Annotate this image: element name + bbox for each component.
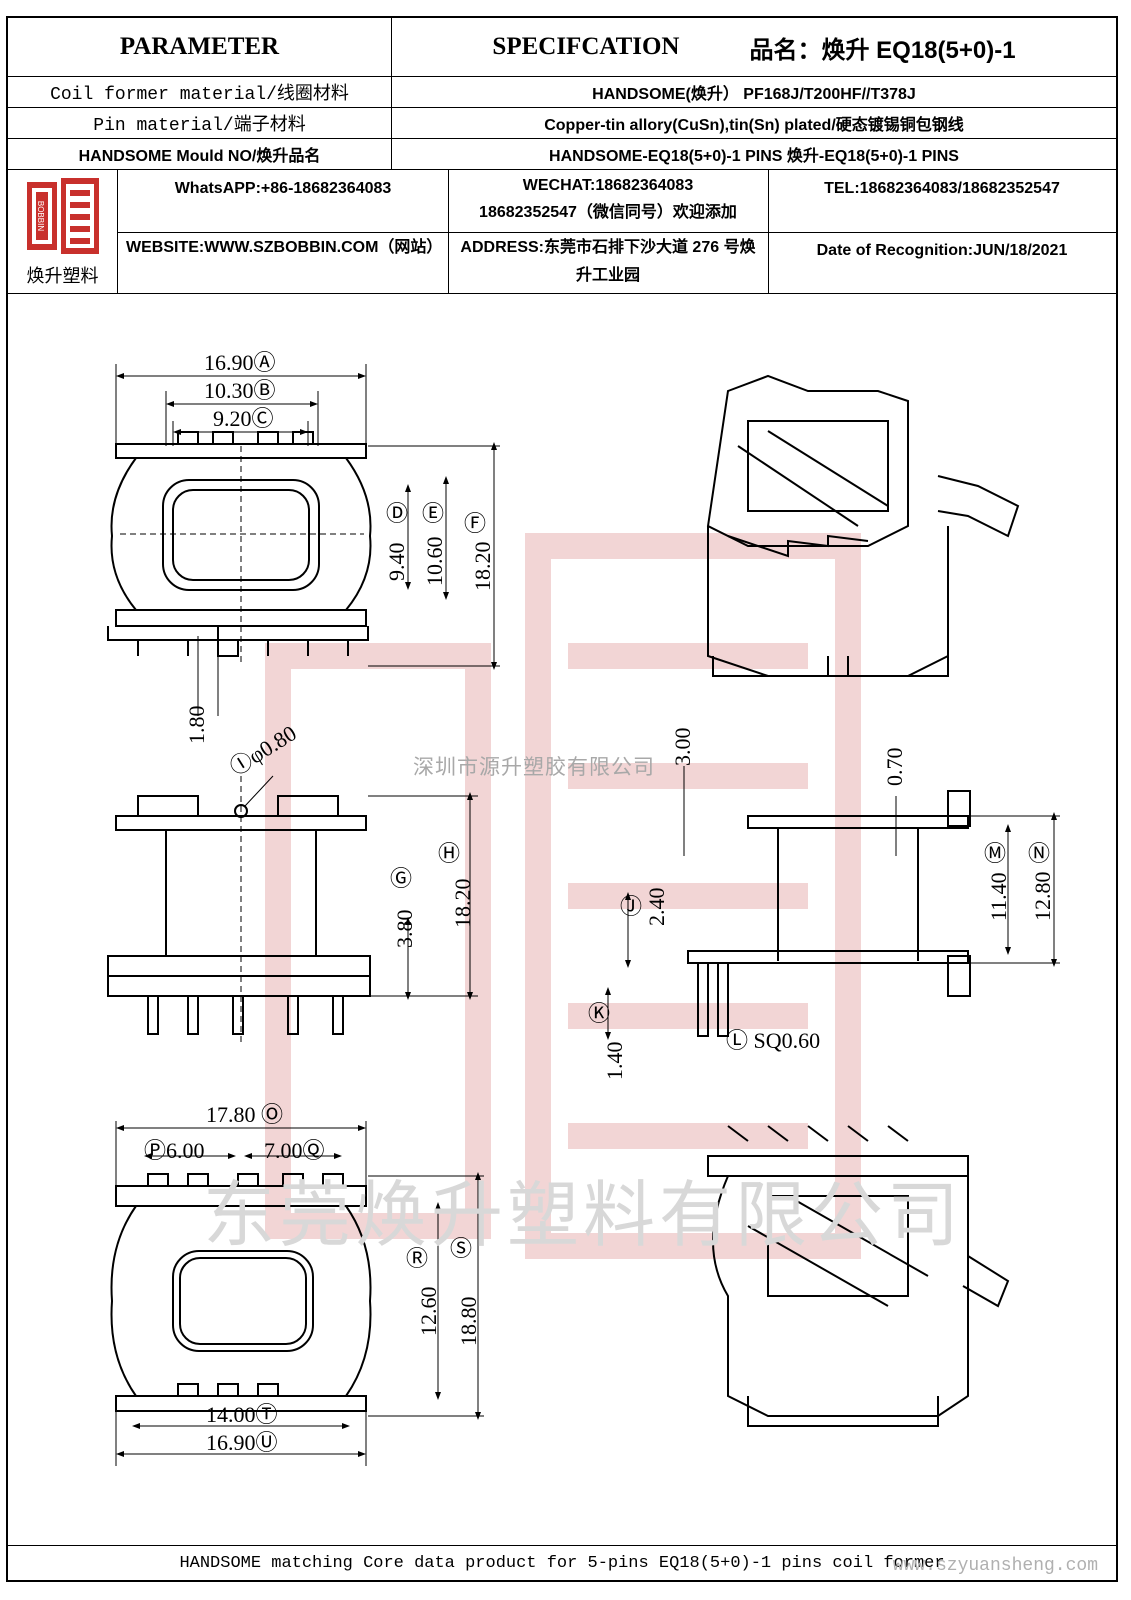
bottom-view xyxy=(110,1121,484,1466)
whatsapp: WhatsAPP:+86-18682364083 xyxy=(174,180,392,197)
dim-K-tag: Ⓚ xyxy=(588,1001,610,1026)
whatsapp-cell: WhatsAPP:+86-18682364083 xyxy=(118,170,449,233)
dim-pin-width: 1.80 xyxy=(184,706,209,745)
dim-N-tag: Ⓝ xyxy=(1028,841,1050,866)
dim-E-tag: Ⓔ xyxy=(422,501,444,526)
iso-view-top xyxy=(706,374,1020,677)
spec-value: Copper-tin allory(CuSn),tin(Sn) plated/硬… xyxy=(544,117,964,134)
spec-label: Coil former material/线圈材料 xyxy=(8,77,392,107)
spec-sheet: PARAMETER SPECIFCATION 品名：焕升 EQ18(5+0)-1… xyxy=(6,16,1118,1582)
dim-K: 1.40 xyxy=(602,1042,627,1081)
bobbin-logo-icon: BOBBIN xyxy=(26,177,99,254)
spec-row-mould: HANDSOME Mould NO/焕升品名 HANDSOME-EQ18(5+0… xyxy=(8,139,1116,170)
front-view xyxy=(107,775,478,1046)
spec-label: Pin material/端子材料 xyxy=(8,108,392,138)
dim-C: 9.20Ⓒ xyxy=(213,406,274,431)
wechat-line1: WECHAT:18682364083 xyxy=(522,177,694,194)
dim-A: 16.90Ⓐ xyxy=(204,350,276,375)
drawing-svg: 16.90Ⓐ 10.30Ⓑ 9.20Ⓒ 9.40 Ⓓ 10.60 Ⓔ 18.20… xyxy=(107,350,1060,1466)
specification-header-cell: SPECIFCATION 品名：焕升 EQ18(5+0)-1 xyxy=(392,18,1116,76)
spec-value: HANDSOME(焕升） PF168J/T200HF//T378J xyxy=(592,86,916,103)
dim-L: Ⓛ SQ0.60 xyxy=(726,1028,820,1053)
tel-cell: TEL:18682364083/18682352547 xyxy=(768,170,1116,233)
dim-F: 18.20 xyxy=(470,542,495,592)
footer: HANDSOME matching Core data product for … xyxy=(8,1545,1116,1580)
technical-drawing: 16.90Ⓐ 10.30Ⓑ 9.20Ⓒ 9.40 Ⓓ 10.60 Ⓔ 18.20… xyxy=(8,296,1116,1518)
dim-N: 12.80 xyxy=(1030,872,1055,922)
iso-view-bottom xyxy=(707,1125,1010,1427)
address: ADDRESS:东莞市石排下沙大道 276 号焕升工业园 xyxy=(460,239,756,284)
side-view xyxy=(605,766,1060,1040)
contact-block: BOBBIN 焕升塑料 WhatsAPP:+86-18682364083 WEC… xyxy=(8,170,1116,294)
dim-J-tag: Ⓙ xyxy=(620,894,642,919)
dim-H: 18.20 xyxy=(450,879,475,929)
dim-T: 14.00Ⓣ xyxy=(206,1402,278,1427)
logo-text: 焕升塑料 xyxy=(26,265,99,286)
product-name: 品名：焕升 EQ18(5+0)-1 xyxy=(749,36,1016,64)
footer-text: HANDSOME matching Core data product for … xyxy=(179,1553,945,1573)
tel: TEL:18682364083/18682352547 xyxy=(824,180,1060,197)
dim-R: 12.60 xyxy=(416,1287,441,1337)
dim-J: 2.40 xyxy=(644,888,669,927)
dim-O: 17.80 Ⓞ xyxy=(206,1102,283,1127)
dim-0-7: 0.70 xyxy=(882,748,907,787)
spec-row-pin: Pin material/端子材料 Copper-tin allory(CuSn… xyxy=(8,108,1116,139)
top-view xyxy=(107,364,500,716)
dim-B: 10.30Ⓑ xyxy=(204,378,276,403)
dim-M-tag: Ⓜ xyxy=(984,841,1006,866)
specification-header: SPECIFCATION xyxy=(492,33,680,60)
dim-G: 3.80 xyxy=(392,910,417,949)
header-row: PARAMETER SPECIFCATION 品名：焕升 EQ18(5+0)-1 xyxy=(8,18,1116,77)
logo: BOBBIN 焕升塑料 xyxy=(8,170,118,293)
dim-S-tag: Ⓢ xyxy=(450,1236,472,1261)
svg-text:BOBBIN: BOBBIN xyxy=(36,200,45,230)
dim-3: 3.00 xyxy=(670,728,695,767)
date-cell: Date of Recognition:JUN/18/2021 xyxy=(768,232,1116,294)
parameter-header: PARAMETER xyxy=(8,18,392,76)
spec-value: HANDSOME-EQ18(5+0)-1 PINS 焕升-EQ18(5+0)-1… xyxy=(549,148,959,165)
dim-P: Ⓟ6.00 xyxy=(144,1138,205,1163)
recognition-date: Date of Recognition:JUN/18/2021 xyxy=(816,242,1068,259)
website: WEBSITE:WWW.SZBOBBIN.COM（网站） xyxy=(126,239,443,256)
dim-E: 10.60 xyxy=(422,537,447,587)
dim-D-tag: Ⓓ xyxy=(386,501,408,526)
dim-R-tag: Ⓡ xyxy=(406,1246,428,1271)
dim-D: 9.40 xyxy=(384,543,409,582)
dim-H-tag: Ⓗ xyxy=(438,841,460,866)
wechat-cell: WECHAT:18682364083 18682352547（微信同号）欢迎添加 xyxy=(448,170,769,233)
dim-Q: 7.00Ⓠ xyxy=(264,1138,325,1163)
dim-I: Ⓘφ0.80 xyxy=(225,720,300,780)
spec-label: HANDSOME Mould NO/焕升品名 xyxy=(8,139,392,169)
spec-row-material: Coil former material/线圈材料 HANDSOME(焕升） P… xyxy=(8,77,1116,108)
dim-M: 11.40 xyxy=(986,872,1011,921)
website-watermark: www.szyuansheng.com xyxy=(892,1556,1098,1576)
website-cell: WEBSITE:WWW.SZBOBBIN.COM（网站） xyxy=(118,232,449,294)
watermark-company-small: 深圳市源升塑胶有限公司 xyxy=(413,756,655,779)
wechat-line2: 18682352547（微信同号）欢迎添加 xyxy=(479,204,737,221)
dim-F-tag: Ⓕ xyxy=(464,511,486,536)
watermark-company-big: 东莞焕升塑料有限公司 xyxy=(203,1176,964,1256)
dim-S: 18.80 xyxy=(456,1297,481,1347)
address-cell: ADDRESS:东莞市石排下沙大道 276 号焕升工业园 xyxy=(448,232,769,294)
dim-G-tag: Ⓖ xyxy=(390,866,412,891)
dim-U: 16.90Ⓤ xyxy=(206,1430,278,1455)
